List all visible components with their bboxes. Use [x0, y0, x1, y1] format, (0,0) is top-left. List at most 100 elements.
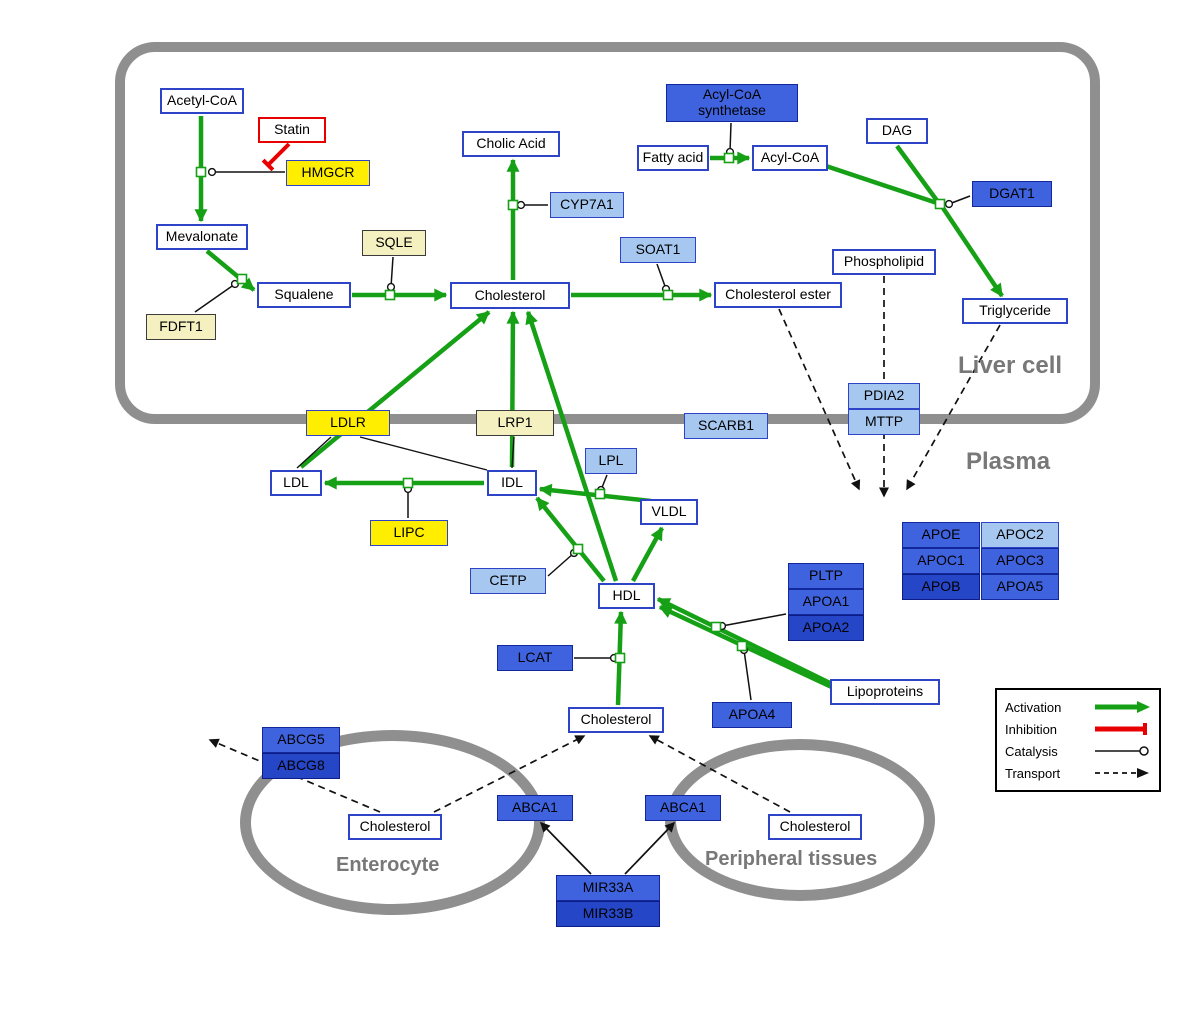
- node-lipoproteins[interactable]: Lipoproteins: [830, 679, 940, 705]
- node-abcg8[interactable]: ABCG8: [262, 753, 340, 779]
- node-label: PLTP: [809, 567, 843, 584]
- node-fatty-acid[interactable]: Fatty acid: [637, 145, 709, 171]
- node-lipc[interactable]: LIPC: [370, 520, 448, 546]
- node-pltp[interactable]: PLTP: [788, 563, 864, 589]
- node-soat1[interactable]: SOAT1: [620, 237, 696, 263]
- legend-transport-label: Transport: [1005, 765, 1061, 781]
- node-label: DGAT1: [989, 185, 1035, 202]
- node-label: MIR33A: [582, 879, 634, 896]
- node-pdia2[interactable]: PDIA2: [848, 383, 920, 409]
- node-label: PDIA2: [863, 387, 905, 404]
- inhibition-tbar-icon: [1095, 723, 1147, 735]
- node-apoa4[interactable]: APOA4: [712, 702, 792, 728]
- liver-cell-label: Liver cell: [958, 352, 1063, 379]
- node-label: VLDL: [651, 503, 687, 520]
- node-cholesterol-peripheral[interactable]: Cholesterol: [768, 814, 862, 840]
- node-label: ABCA1: [660, 799, 706, 816]
- node-label: DAG: [881, 122, 913, 139]
- legend-row-transport: Transport: [1005, 762, 1151, 784]
- node-apoc2[interactable]: APOC2: [981, 522, 1059, 548]
- node-abcg5[interactable]: ABCG5: [262, 727, 340, 753]
- node-cyp7a1[interactable]: CYP7A1: [550, 192, 624, 218]
- node-label: MIR33B: [582, 905, 634, 922]
- node-scarb1[interactable]: SCARB1: [684, 413, 768, 439]
- node-label: CYP7A1: [560, 196, 614, 213]
- node-dgat1[interactable]: DGAT1: [972, 181, 1052, 207]
- node-fdft1[interactable]: FDFT1: [146, 314, 216, 340]
- node-label: HDL: [612, 587, 641, 604]
- node-label: IDL: [501, 474, 523, 491]
- peripheral-tissues-label: Peripheral tissues: [705, 848, 878, 870]
- node-acyl-coa[interactable]: Acyl-CoA: [752, 145, 828, 171]
- node-label: Squalene: [274, 286, 334, 303]
- node-acetyl-coa[interactable]: Acetyl-CoA: [160, 88, 244, 114]
- node-mevalonate[interactable]: Mevalonate: [156, 224, 248, 250]
- node-triglyceride[interactable]: Triglyceride: [962, 298, 1068, 324]
- node-label: Statin: [274, 121, 310, 138]
- legend-row-inhibition: Inhibition: [1005, 718, 1151, 740]
- node-label: Acetyl-CoA: [166, 92, 238, 109]
- node-mir33a[interactable]: MIR33A: [556, 875, 660, 901]
- node-label: APOC2: [996, 526, 1044, 543]
- node-dag[interactable]: DAG: [866, 118, 928, 144]
- node-label: APOA2: [802, 619, 850, 636]
- legend-catalysis-label: Catalysis: [1005, 743, 1058, 759]
- node-apoc1[interactable]: APOC1: [902, 548, 980, 574]
- node-mir33b[interactable]: MIR33B: [556, 901, 660, 927]
- node-apoa1[interactable]: APOA1: [788, 589, 864, 615]
- node-cholic-acid[interactable]: Cholic Acid: [462, 131, 560, 157]
- catalysis-circle-icon: [1095, 746, 1149, 756]
- node-hdl[interactable]: HDL: [598, 583, 655, 609]
- node-lpl[interactable]: LPL: [585, 448, 637, 474]
- node-label: FDFT1: [159, 318, 203, 335]
- node-label: Cholesterol: [359, 818, 431, 835]
- node-apoc3[interactable]: APOC3: [981, 548, 1059, 574]
- node-label: SOAT1: [635, 241, 681, 258]
- node-label: APOA1: [802, 593, 850, 610]
- node-cholesterol-plasma[interactable]: Cholesterol: [568, 707, 664, 733]
- transport-dashed-arrow-icon: [1095, 768, 1149, 778]
- node-apoa2[interactable]: APOA2: [788, 615, 864, 641]
- node-label: APOC3: [996, 552, 1044, 569]
- node-label: Cholesterol: [580, 711, 652, 728]
- legend: Activation Inhibition Catalysis Transpor…: [995, 688, 1161, 792]
- node-idl[interactable]: IDL: [487, 470, 537, 496]
- node-apoa5[interactable]: APOA5: [981, 574, 1059, 600]
- node-label: Cholesterol: [474, 286, 546, 303]
- node-phospholipid[interactable]: Phospholipid: [832, 249, 936, 275]
- node-label: LIPC: [393, 524, 425, 541]
- node-mttp[interactable]: MTTP: [848, 409, 920, 435]
- node-label: Cholic Acid: [476, 135, 546, 152]
- node-apob[interactable]: APOB: [902, 574, 980, 600]
- node-label: HMGCR: [301, 164, 355, 181]
- node-lcat[interactable]: LCAT: [497, 645, 573, 671]
- node-hmgcr[interactable]: HMGCR: [286, 160, 370, 186]
- node-label: APOA4: [728, 706, 776, 723]
- node-squalene[interactable]: Squalene: [257, 282, 351, 308]
- node-cholesterol-ester[interactable]: Cholesterol ester: [714, 282, 842, 308]
- node-vldl[interactable]: VLDL: [640, 499, 698, 525]
- node-label: LDLR: [330, 414, 366, 431]
- node-ldlr[interactable]: LDLR: [306, 410, 390, 436]
- node-cholesterol-enterocyte[interactable]: Cholesterol: [348, 814, 442, 840]
- node-lrp1[interactable]: LRP1: [476, 410, 554, 436]
- node-sqle[interactable]: SQLE: [362, 230, 426, 256]
- node-label: Cholesterol ester: [725, 286, 831, 303]
- node-label: LCAT: [517, 649, 553, 666]
- node-label: Mevalonate: [165, 228, 239, 245]
- node-cholesterol-liver[interactable]: Cholesterol: [450, 282, 570, 309]
- node-cetp[interactable]: CETP: [470, 568, 546, 594]
- node-label: synthetase: [698, 102, 766, 118]
- node-label: ABCA1: [512, 799, 558, 816]
- enterocyte-membrane: [240, 730, 545, 915]
- node-statin[interactable]: Statin: [258, 117, 326, 143]
- node-abca1-peripheral[interactable]: ABCA1: [645, 795, 721, 821]
- node-apoe[interactable]: APOE: [902, 522, 980, 548]
- node-ldl[interactable]: LDL: [270, 470, 322, 496]
- node-abca1-enterocyte[interactable]: ABCA1: [497, 795, 573, 821]
- enterocyte-label: Enterocyte: [336, 854, 440, 876]
- node-label: APOE: [921, 526, 961, 543]
- node-label: APOA5: [996, 578, 1044, 595]
